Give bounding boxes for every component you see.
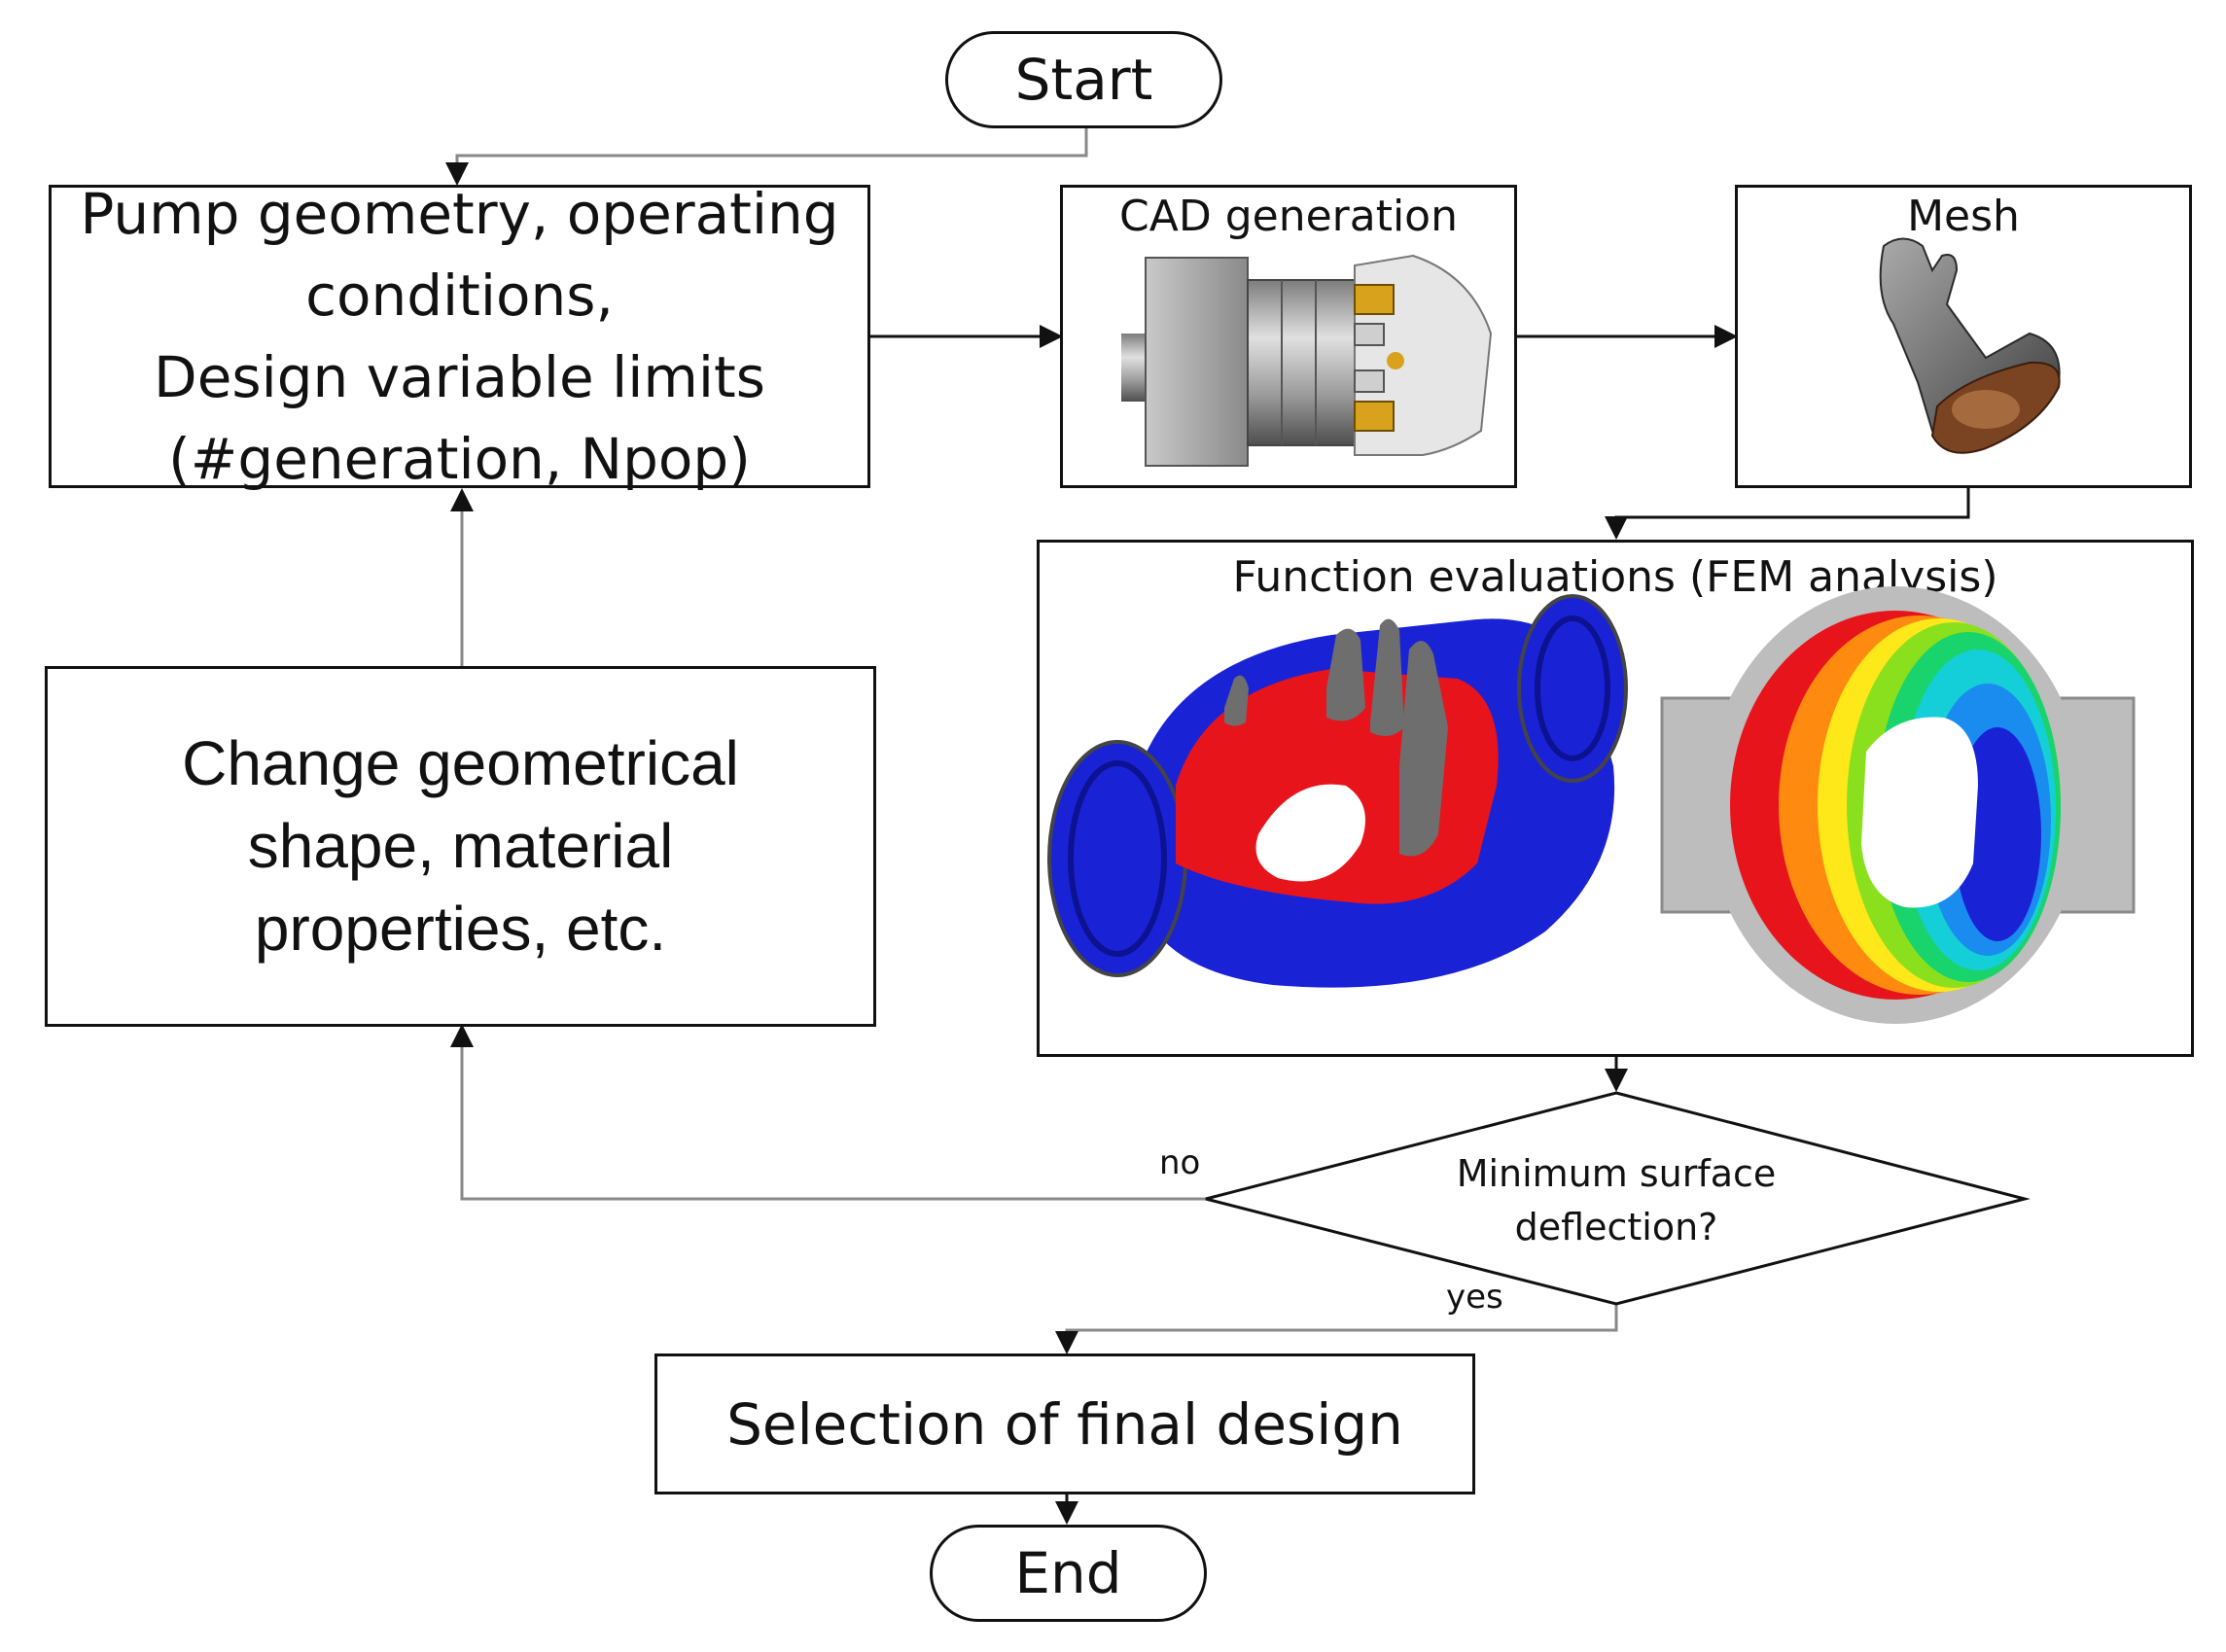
decision-line-1: Minimum surface: [1456, 1152, 1777, 1195]
change-line-2: shape, material: [247, 811, 674, 881]
mesh-title: Mesh: [1907, 192, 2020, 241]
input-line-4: (#generation, Npop): [168, 426, 751, 492]
edge-start-to-input: [445, 126, 1088, 186]
mesh-box: Mesh: [1735, 185, 2192, 488]
end-label: End: [1014, 1540, 1122, 1606]
edge-decision-no: [450, 1024, 1206, 1201]
edge-mesh-to-function: [1605, 488, 1970, 540]
start-terminal: Start: [945, 31, 1222, 128]
fem-results-image: [1047, 586, 2136, 1024]
start-label: Start: [1014, 47, 1153, 113]
end-terminal: End: [930, 1525, 1207, 1622]
change-line-3: properties, etc.: [254, 894, 667, 964]
input-line-3: Design variable limits: [154, 344, 765, 410]
input-line-1: Pump geometry, operating: [80, 181, 839, 247]
cad-generation-box: CAD generation: [1060, 185, 1517, 488]
selection-label: Selection of final design: [726, 1390, 1403, 1458]
input-line-2: conditions,: [305, 263, 614, 329]
selection-box: Selection of final design: [654, 1353, 1475, 1494]
edge-decision-yes: [1055, 1304, 1618, 1354]
yes-label: yes: [1446, 1278, 1503, 1317]
change-line-1: Change geometrical: [182, 728, 739, 798]
input-parameters-box: Pump geometry, operating conditions, Des…: [49, 181, 870, 492]
mesh-image: [1879, 237, 2061, 454]
no-label: no: [1159, 1143, 1201, 1182]
decision-line-2: deflection?: [1514, 1206, 1718, 1248]
decision-text: Minimum surface deflection?: [1381, 1147, 1852, 1254]
function-evaluations-box: Function evaluations (FEM analysis): [1037, 540, 2194, 1057]
change-parameters-box: Change geometrical shape, material prope…: [45, 666, 876, 1027]
decision-diamond: [1205, 1091, 2031, 1306]
cad-pump-image: [1121, 254, 1493, 467]
cad-generation-title: CAD generation: [1119, 192, 1458, 241]
